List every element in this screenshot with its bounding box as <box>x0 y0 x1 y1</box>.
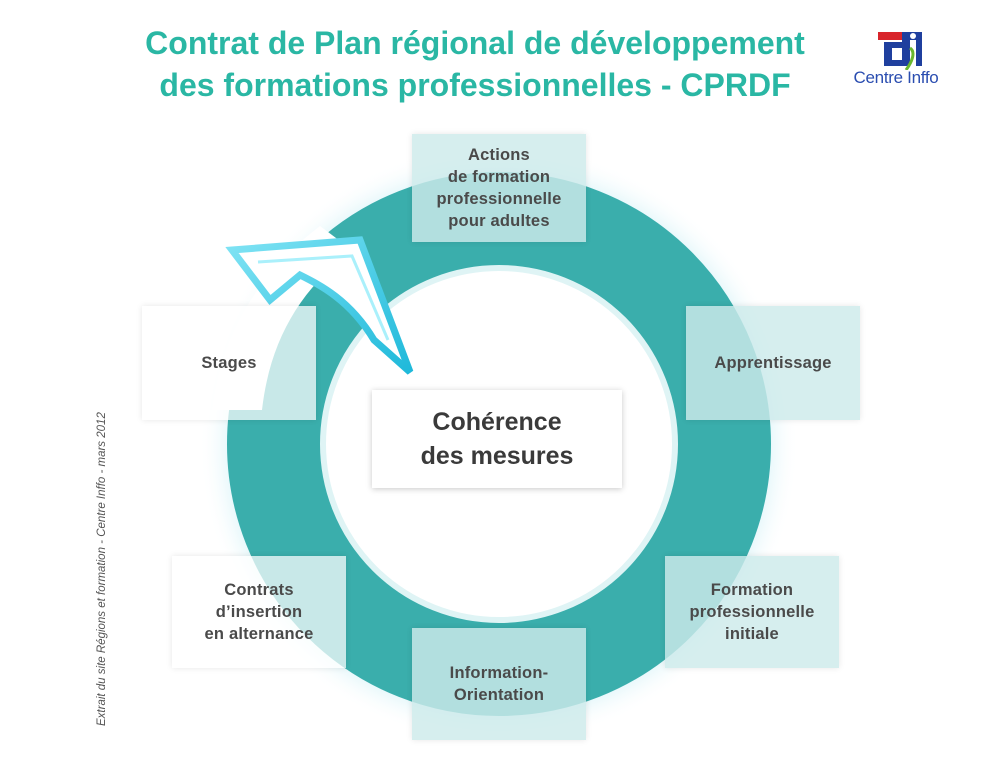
cycle-arrow-icon <box>225 236 414 375</box>
item-formation-initiale: Formation professionnelle initiale <box>665 556 839 668</box>
centre-inffo-logo: Centre Inffo <box>846 26 946 90</box>
logo-text: Centre Inffo <box>853 68 939 87</box>
item-contrats-insertion: Contrats d’insertion en alternance <box>172 556 346 668</box>
item-stages: Stages <box>142 306 316 420</box>
item-actions-formation-adultes: Actions de formation professionnelle pou… <box>412 134 586 242</box>
center-label: Cohérence des mesures <box>372 390 622 488</box>
page-title: Contrat de Plan régional de développemen… <box>80 22 870 106</box>
source-note: Extrait du site Régions et formation - C… <box>96 412 108 726</box>
title-line-2: des formations professionnelles - CPRDF <box>159 67 791 103</box>
item-information-orientation: Information- Orientation <box>412 628 586 740</box>
title-line-1: Contrat de Plan régional de développemen… <box>145 25 805 61</box>
logo-mark-icon <box>878 32 922 70</box>
cycle-arrow-highlight <box>257 254 390 341</box>
item-apprentissage: Apprentissage <box>686 306 860 420</box>
